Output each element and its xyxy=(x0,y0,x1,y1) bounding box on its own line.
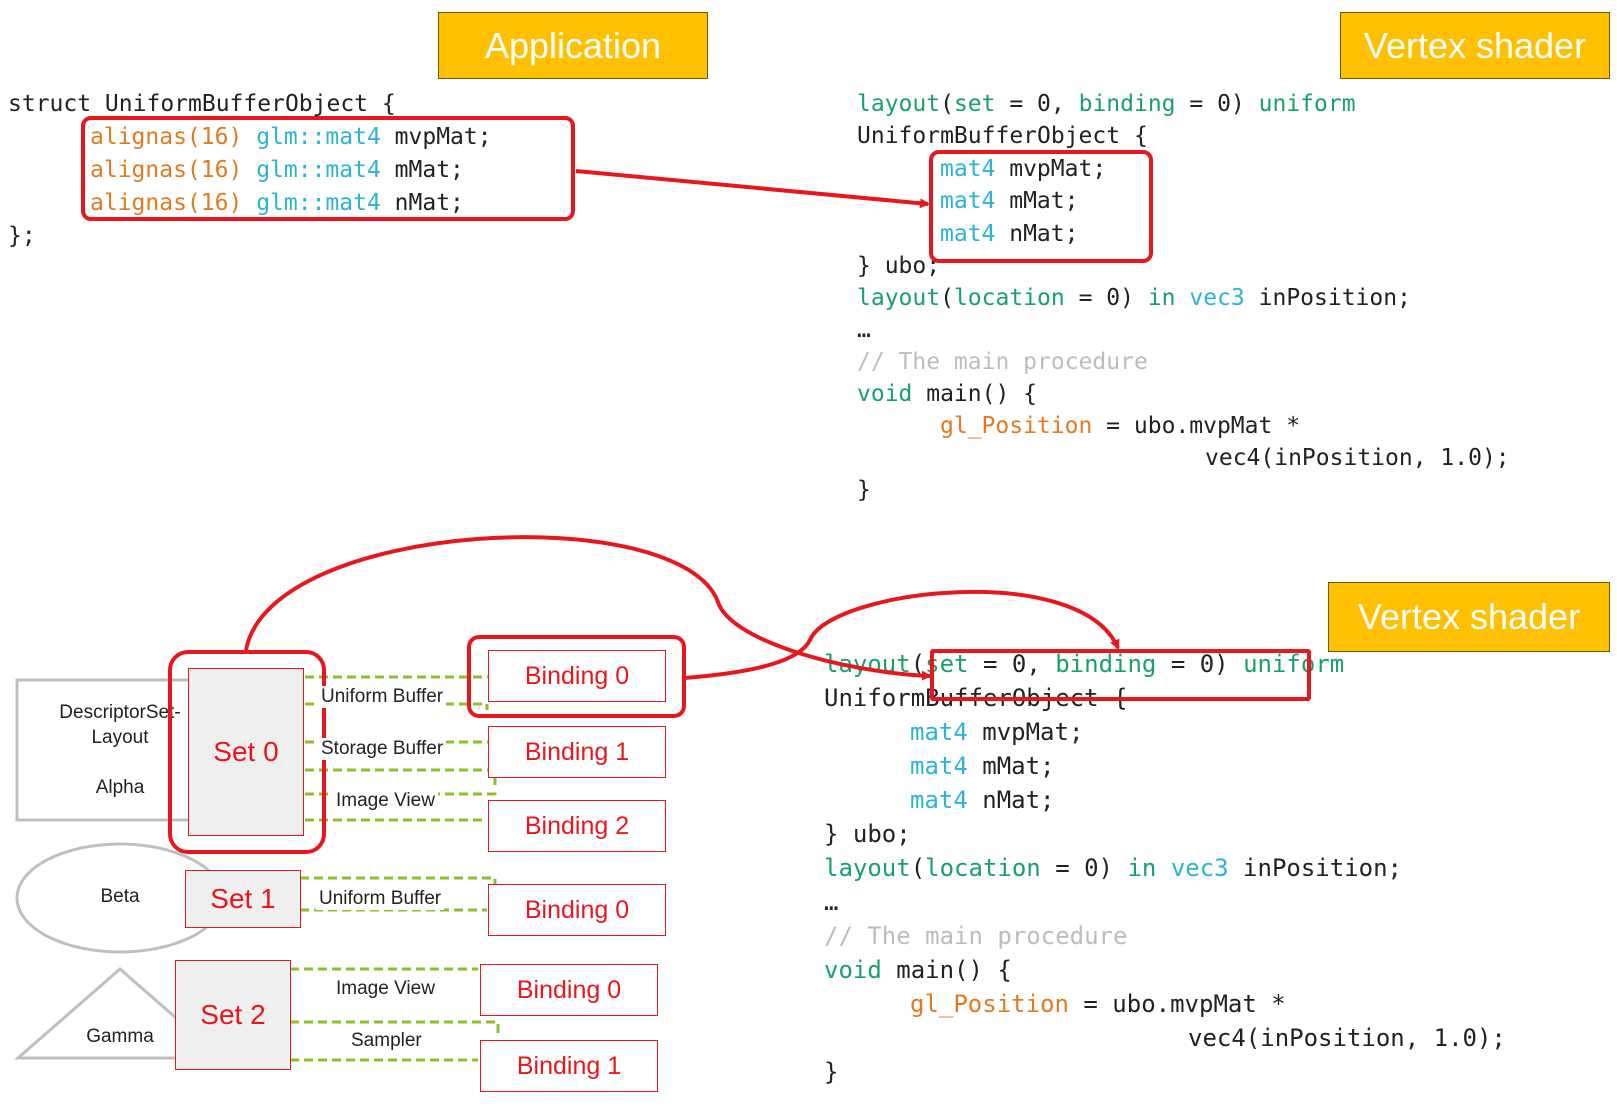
gamma-layout-label: Gamma xyxy=(86,1026,154,1047)
app-members-highlight xyxy=(81,116,575,221)
top-m-line: mat4 mMat; xyxy=(940,188,1079,214)
set-2-binding-0: Binding 0 xyxy=(480,964,658,1016)
beta-layout-label: Beta xyxy=(100,886,140,907)
bottom-comment: // The main procedure xyxy=(824,922,1128,950)
gamma-layout-shape xyxy=(13,967,227,1060)
resource-uniform-buffer-1: Uniform Buffer xyxy=(316,888,445,910)
set-2-binding-1: Binding 1 xyxy=(480,1040,658,1092)
top-members-highlight xyxy=(929,150,1153,263)
bottom-location-line: layout(location = 0) in vec3 inPosition; xyxy=(824,854,1402,882)
alpha-layout-shape xyxy=(15,678,194,822)
set-0-binding-2: Binding 2 xyxy=(488,800,666,852)
app-mvp-line: alignas(16) glm::mat4 mvpMat; xyxy=(90,124,492,150)
bottom-set-binding-highlight xyxy=(930,649,1311,701)
bottom-glposition-line: gl_Position = ubo.mvpMat * xyxy=(910,990,1286,1018)
set-2-box: Set 2 xyxy=(175,960,291,1070)
vertex-shader-title-bottom: Vertex shader xyxy=(1328,582,1610,652)
set-0-highlight xyxy=(168,650,326,854)
bottom-main-line: void main() { xyxy=(824,956,1012,984)
application-title: Application xyxy=(438,12,708,79)
top-n-line: mat4 nMat; xyxy=(940,221,1079,247)
top-ellipsis: … xyxy=(857,317,871,343)
app-m-line: alignas(16) glm::mat4 mMat; xyxy=(90,157,464,183)
set-0-binding-0: Binding 0 xyxy=(488,650,666,702)
vertex-shader-title-top: Vertex shader xyxy=(1340,12,1610,79)
top-location-line: layout(location = 0) in vec3 inPosition; xyxy=(857,285,1411,311)
bottom-m-line: mat4 mMat; xyxy=(910,752,1055,780)
set-1-binding-0: Binding 0 xyxy=(488,884,666,936)
set-1-box: Set 1 xyxy=(185,870,301,928)
app-n-line: alignas(16) glm::mat4 nMat; xyxy=(90,190,464,216)
top-main-line: void main() { xyxy=(857,381,1038,407)
top-mvp-line: mat4 mvpMat; xyxy=(940,156,1107,182)
set-0-binding-1: Binding 1 xyxy=(488,726,666,778)
bottom-mvp-line: mat4 mvpMat; xyxy=(910,718,1084,746)
top-layout-line: layout(set = 0, binding = 0) uniform xyxy=(857,91,1356,117)
resource-image-view-0: Image View xyxy=(333,790,438,812)
binding-0-highlight xyxy=(467,635,686,718)
bottom-brace: } xyxy=(824,1058,839,1086)
bottom-ubo-close: } ubo; xyxy=(824,820,911,848)
resource-image-view-2: Image View xyxy=(333,978,438,1000)
set-0-box: Set 0 xyxy=(188,668,304,836)
alpha-layout-label: DescriptorSet- Layout Alpha xyxy=(59,702,181,798)
app-close-line: }; xyxy=(8,223,36,249)
top-glposition-line: gl_Position = ubo.mvpMat * xyxy=(940,413,1301,439)
app-struct-line: struct UniformBufferObject { xyxy=(8,91,396,117)
bottom-vec4-line: vec4(inPosition, 1.0); xyxy=(1188,1024,1506,1052)
resource-storage-buffer-0: Storage Buffer xyxy=(318,738,447,760)
top-vec4-line: vec4(inPosition, 1.0); xyxy=(1205,445,1510,471)
top-comment: // The main procedure xyxy=(857,349,1148,375)
bottom-ellipsis: … xyxy=(824,888,839,916)
resource-uniform-buffer-0: Uniform Buffer xyxy=(318,686,447,708)
top-ubo-name: UniformBufferObject { xyxy=(857,123,1148,149)
resource-sampler-2: Sampler xyxy=(348,1030,425,1052)
bottom-n-line: mat4 nMat; xyxy=(910,786,1055,814)
top-brace: } xyxy=(857,477,871,503)
